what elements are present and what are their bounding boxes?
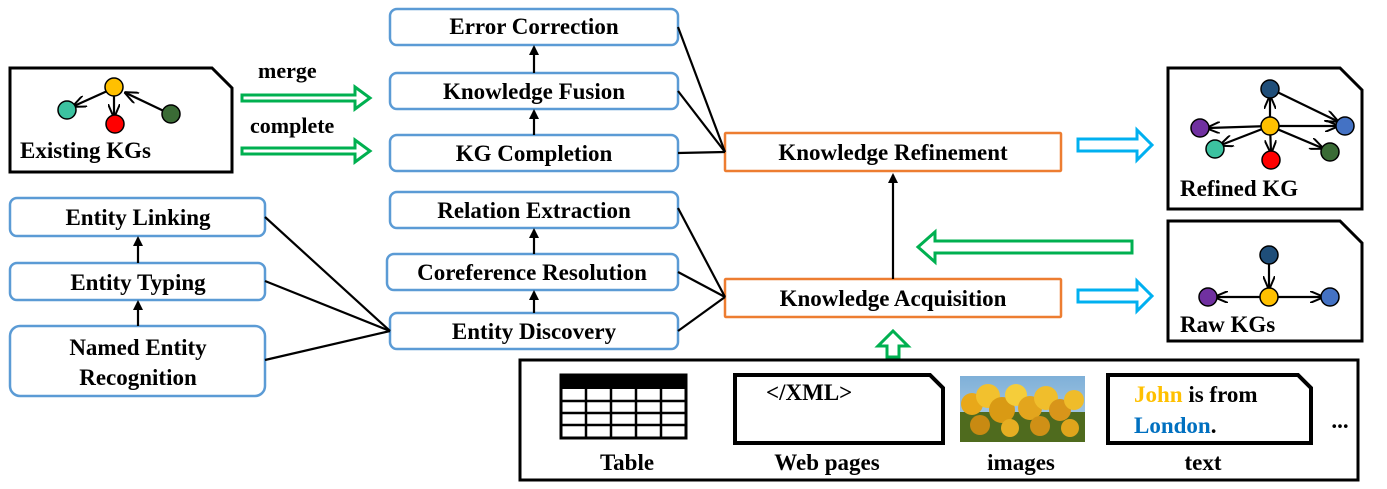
refined-node-blue: [1335, 116, 1355, 136]
connector-relation-extraction: [677, 207, 726, 298]
connector-coreference-resolution: [677, 271, 726, 298]
merge-label: merge: [258, 58, 317, 83]
raw-node-gold: [1259, 287, 1279, 307]
raw-kgs-label: Raw KGs: [1180, 312, 1275, 337]
web-pages-label: Web pages: [774, 450, 879, 475]
connector-knowledge-fusion: [677, 90, 726, 153]
kg-node-darkgreen: [161, 104, 181, 124]
refined-node-red: [1261, 150, 1281, 170]
text-document-icon: John is from London.: [1106, 373, 1313, 445]
xml-tag-text: </XML>: [766, 380, 852, 405]
kg-completion-label: KG Completion: [456, 141, 613, 166]
entity-discovery-label: Entity Discovery: [452, 319, 617, 344]
raw-node-purple: [1198, 287, 1218, 307]
text-word-john: John: [1134, 382, 1183, 407]
kg-node-red: [105, 114, 125, 134]
text-sample-line1: John is from: [1134, 382, 1258, 407]
refined-kg-label: Refined KG: [1180, 176, 1298, 201]
web-page-icon: </XML>: [733, 373, 945, 445]
text-sample-line2: London.: [1134, 413, 1216, 438]
refined-node-darkgreen: [1320, 142, 1340, 162]
refined-node-purple: [1190, 118, 1210, 138]
relation-extraction-label: Relation Extraction: [437, 198, 631, 223]
images-label: images: [987, 450, 1055, 475]
raw-kgs-document: Raw KGs: [1166, 219, 1364, 343]
more-sources-ellipsis: ...: [1331, 408, 1348, 433]
kg-node-teal: [57, 100, 77, 120]
raw-node-navy: [1259, 245, 1279, 265]
refined-kg-graph-icon: [1190, 79, 1355, 170]
connector-ner: [264, 329, 391, 362]
raw-node-blue: [1320, 287, 1340, 307]
knowledge-refinement-label: Knowledge Refinement: [778, 140, 1008, 165]
entity-typing-label: Entity Typing: [70, 270, 206, 295]
entity-linking-label: Entity Linking: [65, 205, 211, 230]
error-correction-label: Error Correction: [449, 14, 618, 39]
ner-label-line2: Recognition: [79, 365, 197, 390]
text-period: .: [1211, 413, 1217, 438]
text-word-london: London: [1134, 413, 1211, 438]
complete-label: complete: [250, 113, 335, 138]
coreference-resolution-label: Coreference Resolution: [417, 260, 647, 285]
table-label: Table: [600, 450, 654, 475]
complete-arrow: [240, 137, 373, 165]
text-label: text: [1184, 450, 1221, 475]
refined-kg-document: Refined KG: [1166, 66, 1364, 211]
existing-kgs-label: Existing KGs: [20, 138, 151, 163]
acquisition-output-arrow: [1076, 277, 1155, 315]
connector-error-correction: [676, 26, 727, 153]
knowledge-fusion-label: Knowledge Fusion: [443, 79, 625, 104]
connector-entity-linking: [264, 216, 391, 332]
table-icon: [559, 373, 688, 440]
refined-node-gold: [1260, 116, 1280, 136]
text-is-from: is from: [1183, 382, 1258, 407]
connector-kg-completion: [677, 150, 726, 155]
image-thumbnail: [960, 376, 1085, 442]
refined-node-teal: [1205, 139, 1225, 159]
existing-kgs-graph-icon: [57, 77, 181, 134]
merge-arrow: [240, 84, 373, 112]
refined-node-navy: [1260, 79, 1280, 99]
raw-kgs-graph-icon: [1198, 245, 1340, 307]
existing-kgs-document: Existing KGs: [8, 66, 234, 174]
connector-entity-typing: [264, 279, 391, 333]
sources-to-acquisition-arrow: [874, 328, 912, 359]
refinement-output-arrow: [1076, 126, 1155, 164]
knowledge-acquisition-label: Knowledge Acquisition: [780, 286, 1007, 311]
raw-to-acquisition-feedback-arrow: [915, 228, 1134, 266]
connector-entity-discovery: [677, 296, 726, 332]
ner-label-line1: Named Entity: [69, 335, 207, 360]
kg-node-gold: [104, 77, 124, 97]
